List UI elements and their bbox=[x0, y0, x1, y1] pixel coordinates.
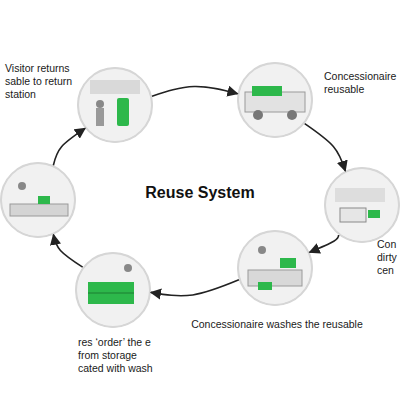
service-counter bbox=[10, 204, 68, 216]
diagram-title: Reuse System bbox=[120, 184, 280, 202]
step-label: res ‘order’ the e from storage cated wit… bbox=[78, 336, 160, 375]
scene-building bbox=[335, 188, 385, 202]
cycle-arrow bbox=[53, 235, 82, 267]
person-head bbox=[96, 100, 104, 108]
wash-sink bbox=[248, 270, 302, 286]
wheel bbox=[253, 110, 263, 120]
cycle-arrow bbox=[151, 280, 239, 296]
step-caption: Concessionaire reusable bbox=[324, 70, 400, 96]
scene-disc bbox=[238, 63, 312, 137]
stored-reusables bbox=[88, 282, 134, 304]
illustration-washing bbox=[238, 231, 312, 305]
shelf-line bbox=[88, 293, 134, 294]
cycle-arrow bbox=[53, 128, 85, 165]
illustration-visitor-return bbox=[78, 68, 152, 142]
process-circle: Visitor returns sable to return station bbox=[77, 67, 153, 143]
person-head bbox=[258, 246, 266, 254]
reusable-tray bbox=[280, 258, 296, 268]
return-bin bbox=[117, 98, 129, 126]
illustration-truck bbox=[238, 63, 312, 137]
process-circle: Con dirty cen bbox=[324, 167, 400, 243]
process-circle: res ‘order’ the e from storage cated wit… bbox=[75, 252, 151, 328]
step-label: Concessionaire washes the reusable bbox=[167, 318, 387, 331]
step-label: Con dirty cen bbox=[377, 238, 400, 277]
scene-disc bbox=[76, 253, 150, 327]
step-caption: Concessionaire washes the reusable bbox=[167, 318, 387, 331]
scene-disc bbox=[78, 68, 152, 142]
reusable-crates bbox=[252, 86, 282, 96]
reusable-crate bbox=[368, 210, 380, 218]
step-caption: res ‘order’ the e from storage cated wit… bbox=[78, 336, 160, 375]
step-label: Concessionaire reusable bbox=[324, 70, 400, 96]
step-label: Visitor returns sable to return station bbox=[5, 62, 81, 101]
scene-disc bbox=[325, 168, 399, 242]
process-circle: Concessionaire reusable bbox=[237, 62, 313, 138]
cart bbox=[340, 208, 366, 222]
illustration-storage bbox=[76, 253, 150, 327]
step-caption: Con dirty cen bbox=[377, 238, 400, 277]
reusable-tray bbox=[258, 282, 272, 290]
scene-disc bbox=[1, 163, 75, 237]
reusable-container bbox=[38, 196, 50, 204]
cycle-arrow bbox=[310, 235, 339, 252]
cycle-arrow bbox=[152, 86, 238, 96]
process-circle bbox=[0, 162, 76, 238]
scene-disc bbox=[238, 231, 312, 305]
step-caption: Visitor returns sable to return station bbox=[5, 62, 81, 101]
cycle-arrow bbox=[305, 124, 346, 171]
person-head bbox=[18, 182, 26, 190]
illustration-cart bbox=[325, 168, 399, 242]
illustration-counter bbox=[1, 163, 75, 237]
person-head bbox=[124, 264, 132, 272]
process-circle: Concessionaire washes the reusable bbox=[237, 230, 313, 306]
scene-building bbox=[90, 80, 140, 94]
wheel bbox=[287, 110, 297, 120]
person-body bbox=[96, 108, 104, 126]
